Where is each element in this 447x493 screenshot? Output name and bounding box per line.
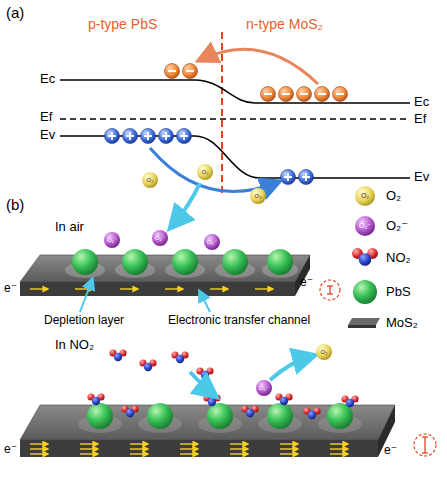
molecule-label: O₂⁻ (259, 385, 269, 392)
band-label: Ev (414, 170, 429, 185)
electron-label: e⁻ (300, 276, 313, 290)
fermi-level (60, 118, 410, 119)
molecule-label: O₂⁻ (107, 237, 117, 244)
adsorption-arrow (190, 372, 214, 395)
legend-text: PbS (386, 285, 411, 300)
no2-molecules (87, 349, 358, 419)
molecule-label: O₂⁻ (155, 235, 165, 242)
leader-line (200, 292, 210, 312)
legend-text: NO₂ (386, 251, 411, 266)
panel-label: (a) (6, 4, 24, 21)
adsorption-arrow (172, 183, 200, 226)
band-label: Ef (414, 112, 426, 127)
gas-molecules-air (104, 164, 266, 250)
junction-line (221, 32, 223, 195)
pbs-particles-no2 (87, 403, 353, 429)
molecule-label: O₂ (202, 169, 209, 176)
desorption-arrow (270, 356, 312, 380)
electrons (165, 64, 348, 102)
band-label: Ec (414, 95, 429, 110)
gas-molecules-no2 (256, 344, 332, 396)
callout-label: Depletion layer (44, 314, 124, 328)
electron-label: e⁻ (4, 282, 17, 296)
molecule-label: O₂ (147, 177, 154, 184)
mos2-slab-air (20, 255, 310, 296)
electron-label: e⁻ (4, 443, 17, 457)
electron-transfer-arrow (200, 49, 318, 84)
callout-label: Electronic transfer channel (168, 314, 310, 328)
legend-text: O₂ (386, 189, 401, 204)
pbs-particles-air (72, 249, 293, 275)
electron-label: e⁻ (384, 444, 397, 458)
hole-transfer-arrow (150, 148, 278, 192)
molecule-label: O₂ (255, 193, 262, 200)
molecule-label: O₂⁻ (207, 239, 217, 246)
band-label: Ec (40, 72, 55, 87)
conduction-band (60, 80, 410, 103)
thickness-indicator (320, 280, 340, 300)
semiconductor-label: n-type MoS₂ (246, 16, 323, 32)
condition-label: In NO₂ (55, 338, 94, 353)
condition-label: In air (55, 220, 84, 235)
leader-line (80, 280, 92, 312)
molecule-label: O₂ (361, 192, 369, 200)
band-label: Ev (40, 128, 55, 143)
semiconductor-label: p-type PbS (88, 16, 157, 32)
legend-symbols (348, 186, 380, 328)
holes (105, 129, 314, 185)
molecule-label: O₂⁻ (359, 222, 371, 230)
molecule-label: O₂ (321, 349, 328, 356)
legend-text: MoS₂ (386, 316, 418, 331)
band-label: Ef (40, 110, 52, 125)
thickness-indicator (414, 434, 436, 456)
legend-text: O₂⁻ (386, 219, 408, 234)
panel-label: (b) (6, 196, 24, 213)
